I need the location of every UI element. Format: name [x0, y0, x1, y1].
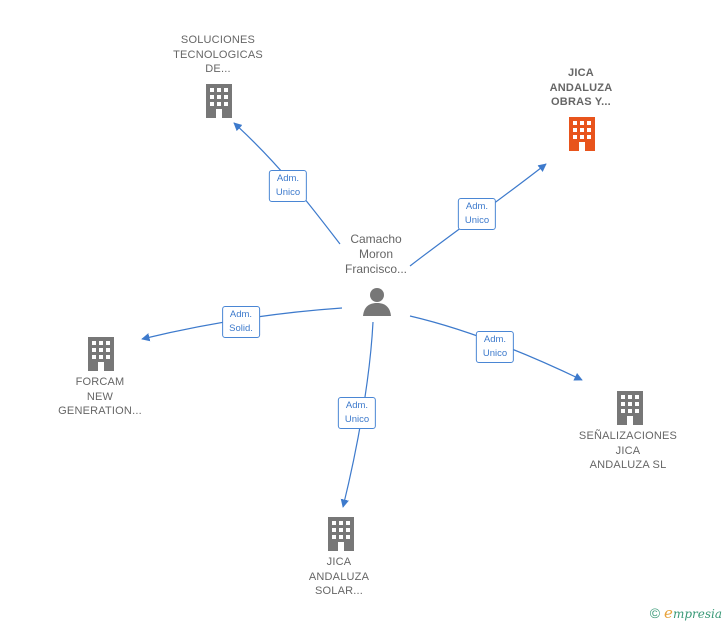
building-icon[interactable] — [326, 517, 356, 551]
brand-logo: empresia — [664, 604, 722, 622]
building-icon[interactable] — [615, 391, 645, 425]
edge-label-jica-obras[interactable]: Adm.Unico — [457, 198, 497, 230]
building-icon[interactable] — [204, 84, 234, 118]
company-soluciones-label[interactable]: SOLUCIONES TECNOLOGICAS DE... — [173, 34, 263, 75]
copyright-icon: © — [649, 605, 661, 621]
edge-label-soluciones[interactable]: Adm.Unico — [268, 170, 308, 202]
person-icon[interactable] — [362, 286, 392, 316]
building-icon[interactable] — [86, 337, 116, 371]
company-jica-solar-label[interactable]: JICA ANDALUZA SOLAR... — [308, 556, 370, 597]
edge-label-jica-solar[interactable]: Adm.Unico — [337, 397, 377, 429]
person-name[interactable]: Camacho Moron Francisco... — [344, 232, 408, 276]
brand-watermark: ©empresia — [650, 604, 722, 622]
building-icon[interactable] — [567, 117, 597, 151]
company-jica-obras-label[interactable]: JICA ANDALUZA OBRAS Y... — [549, 67, 613, 108]
company-forcam-label[interactable]: FORCAM NEW GENERATION... — [58, 376, 142, 417]
edge-label-forcam[interactable]: Adm.Solid. — [222, 306, 260, 338]
company-senalizaciones-label[interactable]: SEÑALIZACIONES JICA ANDALUZA SL — [578, 430, 678, 471]
edge-label-senalizaciones[interactable]: Adm.Unico — [475, 331, 515, 363]
